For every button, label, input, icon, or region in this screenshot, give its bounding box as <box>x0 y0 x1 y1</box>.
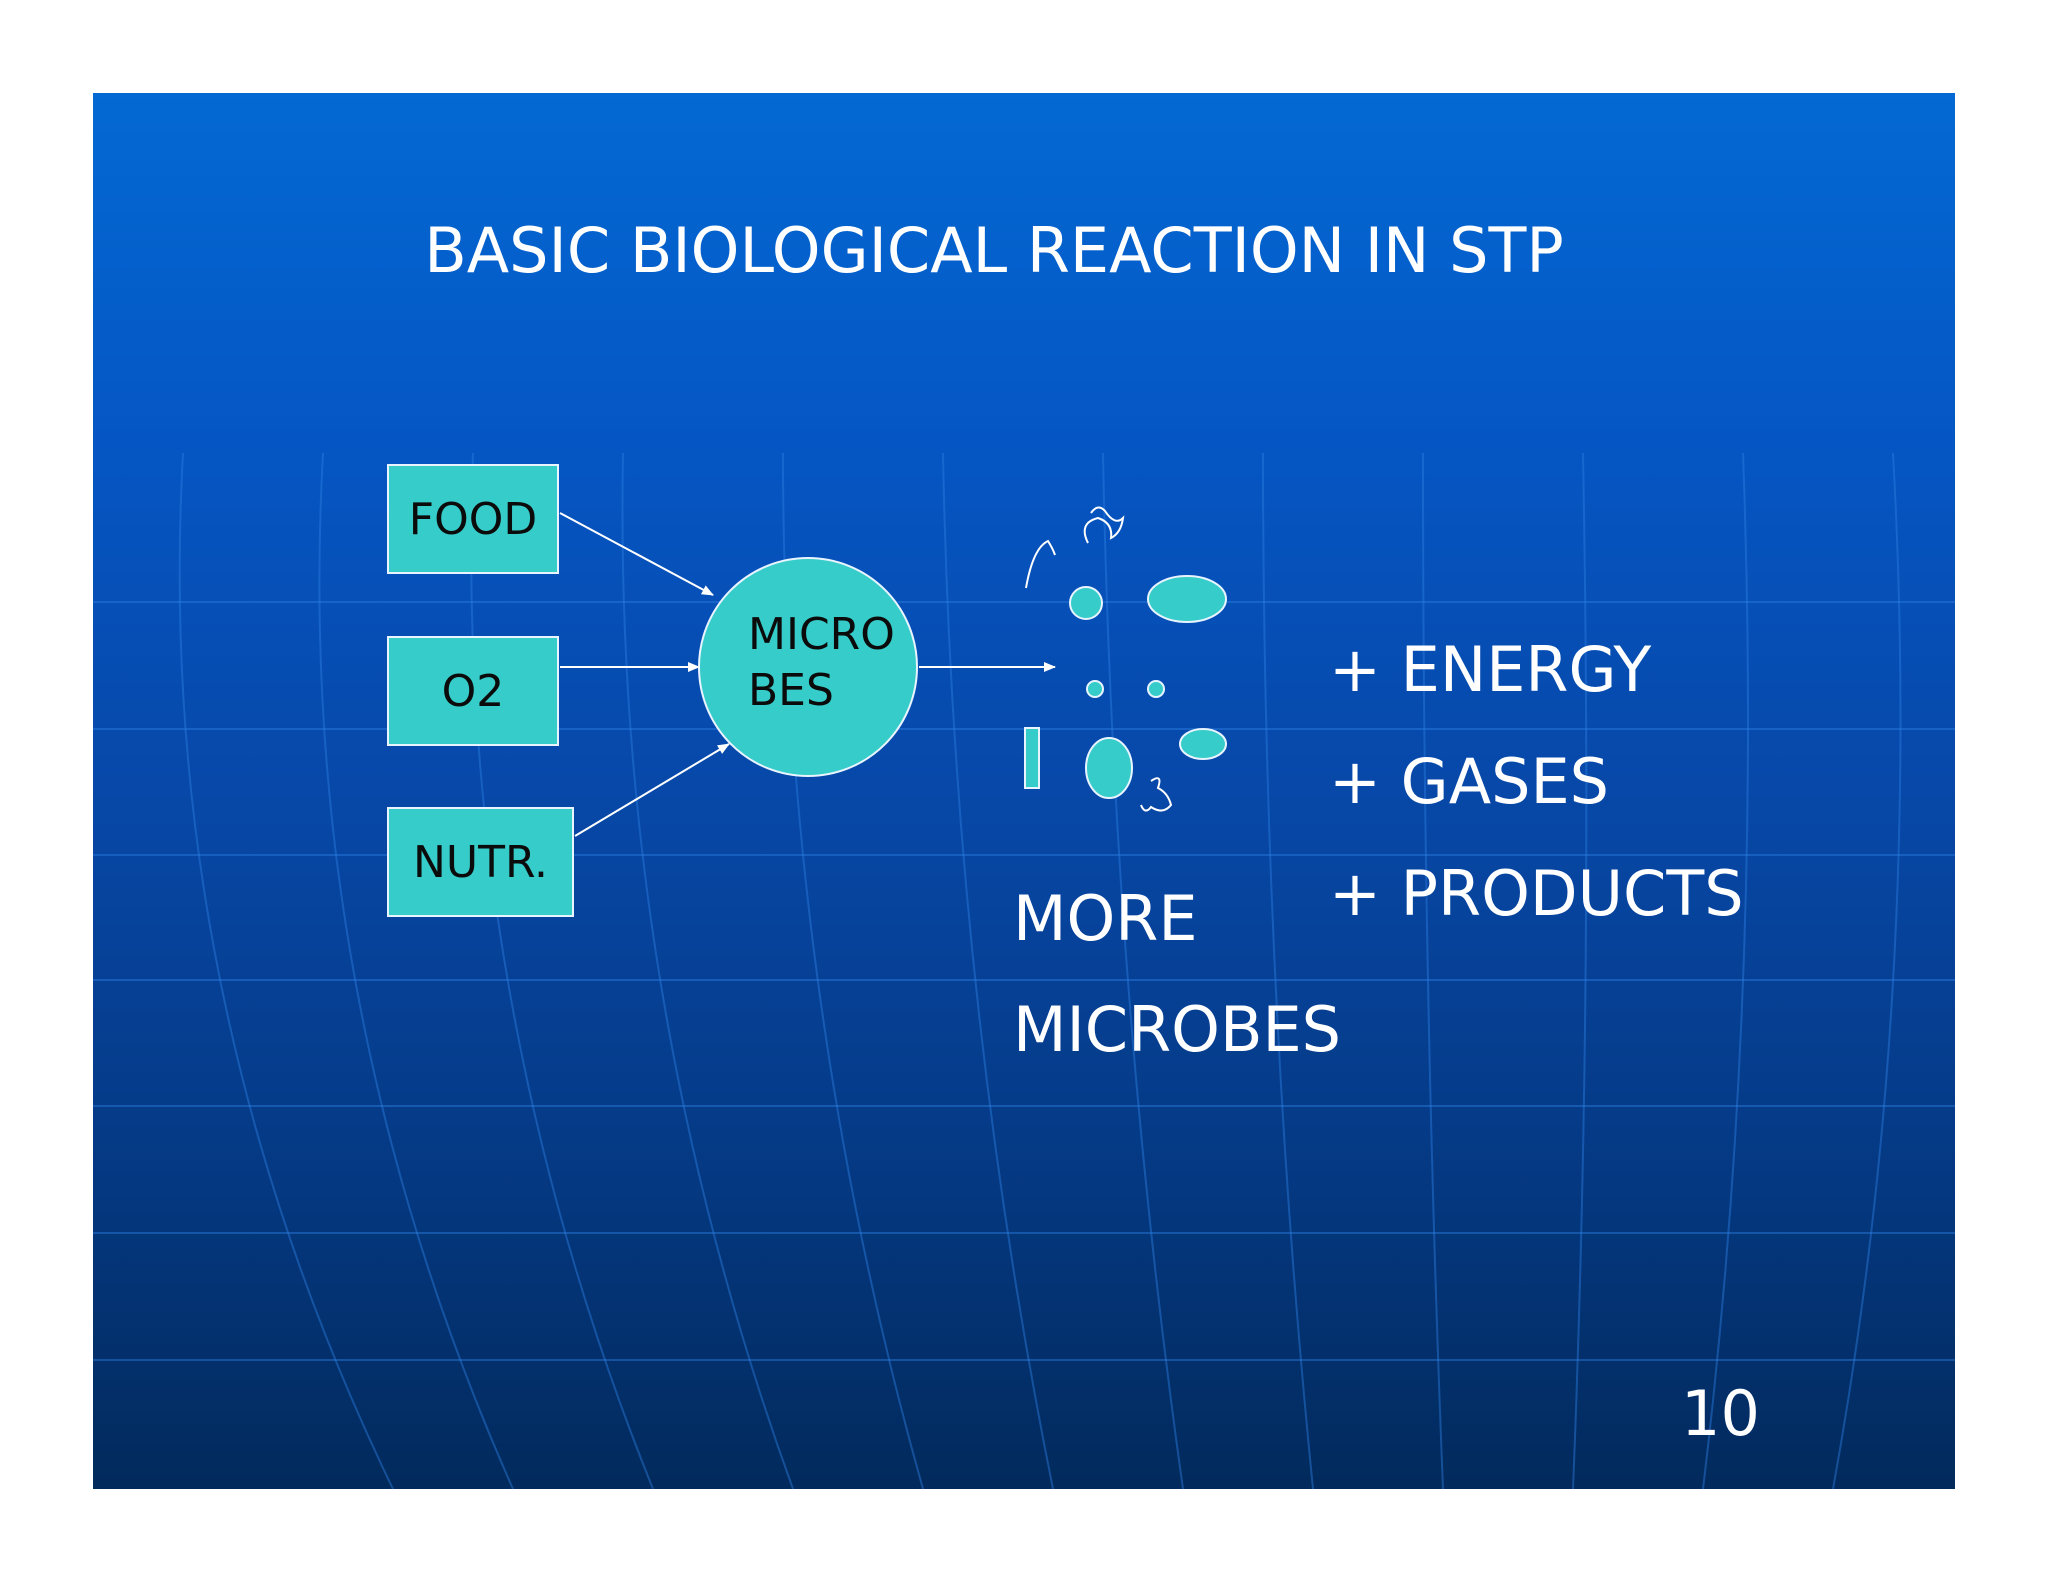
food-label: FOOD <box>408 493 538 545</box>
gases-label: + GASES <box>1329 745 1609 818</box>
energy-label: + ENERGY <box>1329 633 1652 706</box>
microbe-squiggle-shape <box>1083 506 1125 544</box>
page-number: 10 <box>1681 1377 1760 1450</box>
oxygen-label: O2 <box>441 665 505 717</box>
nutrients-box: NUTR. <box>387 807 574 917</box>
arrow-nutrients-to-microbes <box>574 743 730 837</box>
microbe-oval-shape <box>1147 575 1227 623</box>
more-label: MORE <box>1013 882 1198 955</box>
microbe-oval-shape <box>1085 737 1133 799</box>
microbe-rod-shape <box>1024 727 1040 789</box>
microbe-label-line-2: BES <box>748 665 834 716</box>
microbe-dot-shape <box>1069 586 1103 620</box>
microbe-dot-shape <box>1086 680 1104 698</box>
microbes-label: MICROBES <box>1013 993 1342 1066</box>
microbe-dot-shape <box>1147 680 1165 698</box>
microbe-cluster <box>1024 506 1227 812</box>
microbe-circle <box>698 557 918 777</box>
food-box: FOOD <box>387 464 559 574</box>
nutrients-label: NUTR. <box>413 836 548 888</box>
microbe-label: MICRO BES <box>748 607 895 719</box>
products-label: + PRODUCTS <box>1329 857 1744 930</box>
oxygen-box: O2 <box>387 636 559 746</box>
microbe-label-line-1: MICRO <box>748 609 895 660</box>
microbe-oval-shape <box>1179 728 1227 760</box>
microbe-squiggle-shape <box>1025 539 1056 589</box>
arrow-food-to-microbes <box>559 512 714 596</box>
diagram-shapes <box>559 506 1227 837</box>
microbe-squiggle-shape <box>1140 777 1173 812</box>
slide-title: BASIC BIOLOGICAL REACTION IN STP <box>424 214 1564 287</box>
slide: BASIC BIOLOGICAL REACTION IN STP FOOD O2… <box>93 93 1955 1489</box>
